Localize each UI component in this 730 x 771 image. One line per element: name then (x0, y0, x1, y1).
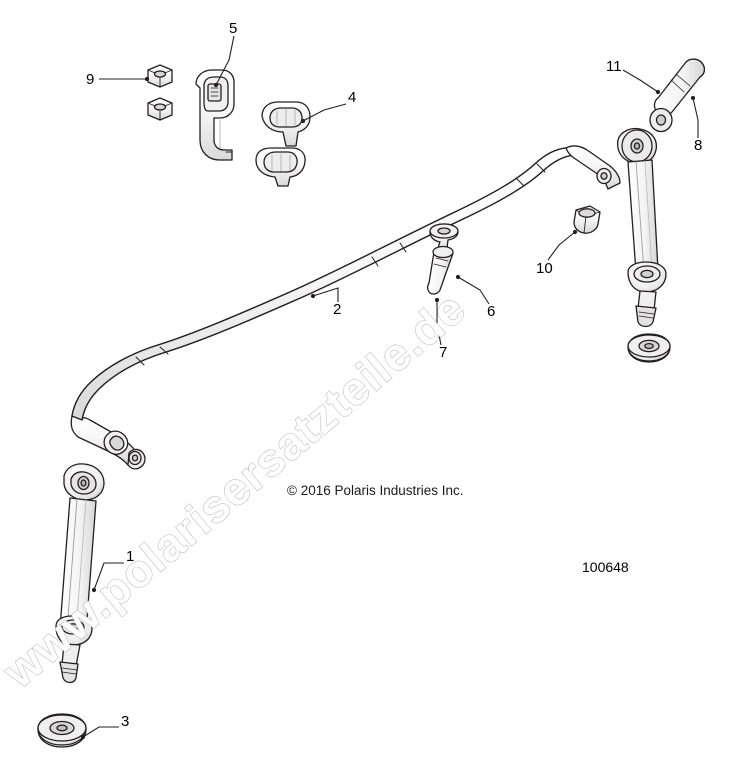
part-nut-lower-right (627, 333, 671, 363)
callout-6: 6 (487, 303, 496, 320)
part-flange-nut-10 (573, 205, 601, 234)
part-nuts-9 (147, 64, 173, 121)
copyright-notice: © 2016 Polaris Industries Inc. (287, 483, 464, 498)
part-bolt-7 (426, 245, 454, 295)
callout-8: 8 (694, 137, 703, 154)
part-sway-bar (70, 145, 621, 470)
callout-11: 11 (606, 58, 622, 75)
part-bushing-clamp-4 (255, 101, 311, 187)
callout-7: 7 (439, 344, 448, 361)
callout-2: 2 (333, 301, 342, 318)
callout-9: 9 (86, 71, 95, 88)
part-stabilizer-link-right (617, 127, 671, 363)
part-nut-lower-left (37, 713, 87, 748)
part-bracket-5 (195, 69, 235, 161)
callout-1: 1 (126, 548, 135, 565)
callout-10: 10 (536, 260, 553, 277)
callout-3: 3 (121, 713, 130, 730)
part-bolt-6 (429, 223, 459, 254)
callout-5: 5 (229, 20, 238, 37)
callout-4: 4 (348, 89, 357, 106)
diagram-part-number: 100648 (582, 559, 629, 575)
part-bolt-8 (649, 58, 706, 133)
part-stabilizer-link-left (37, 463, 105, 748)
